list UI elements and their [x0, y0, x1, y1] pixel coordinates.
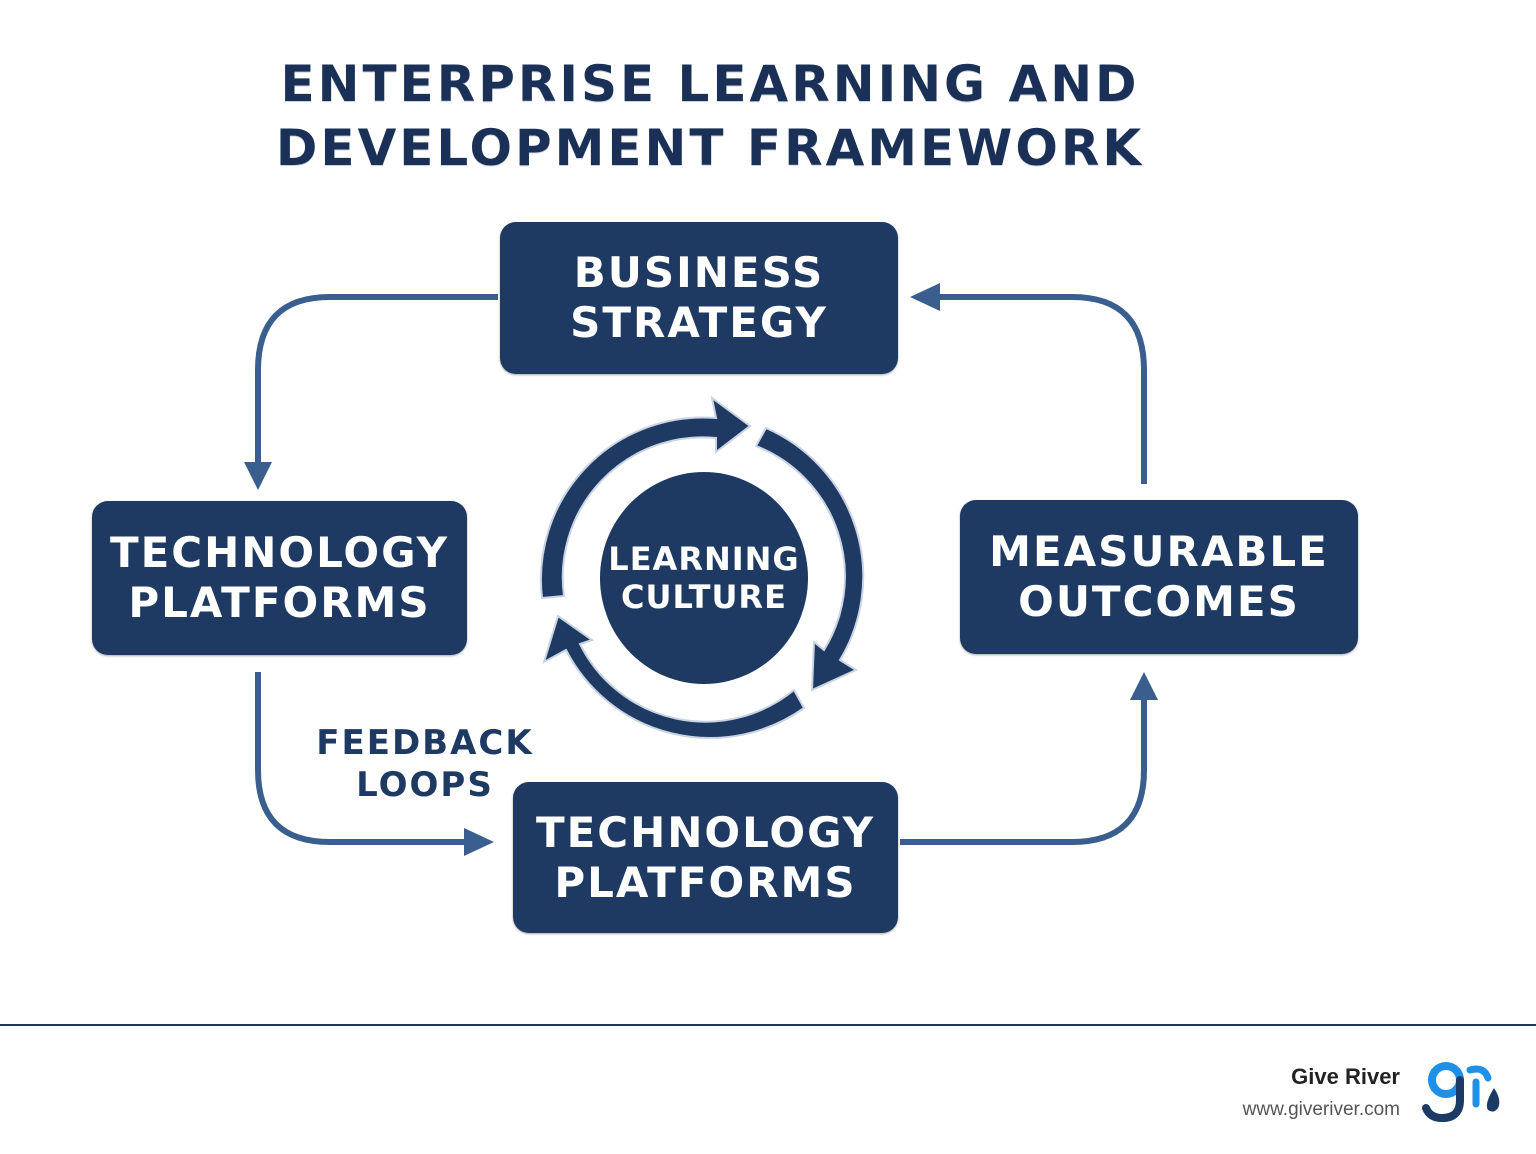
- cycle-arrow-bottom: [542, 614, 806, 739]
- node-business-strategy: BUSINESS STRATEGY: [500, 222, 898, 374]
- title-line-1: ENTERPRISE LEARNING AND: [280, 55, 1140, 113]
- node-tech-bottom-line-2: PLATFORMS: [554, 857, 857, 907]
- footer-divider: [0, 1024, 1536, 1026]
- diagram-title: ENTERPRISE LEARNING AND DEVELOPMENT FRAM…: [0, 52, 1420, 180]
- arrowhead-tech-bottom: [464, 828, 494, 856]
- node-business-strategy-line-1: BUSINESS: [573, 248, 825, 297]
- feedback-loops-label: FEEDBACK LOOPS: [300, 722, 550, 806]
- arrowhead-outcomes: [1130, 672, 1158, 700]
- node-business-strategy-line-2: STRATEGY: [570, 298, 828, 347]
- node-tech-bottom-line-1: TECHNOLOGY: [535, 807, 876, 857]
- learning-culture-line-1: LEARNING: [608, 540, 800, 578]
- title-line-2: DEVELOPMENT FRAMEWORK: [275, 119, 1145, 177]
- feedback-line-1: FEEDBACK: [316, 723, 534, 763]
- arrow-outcomes-to-strategy: [936, 294, 1147, 484]
- cycle-arrow-right: [754, 426, 865, 692]
- cycle-ring: [539, 395, 865, 739]
- give-river-logo-icon: [1422, 1062, 1500, 1123]
- node-measurable-outcomes: MEASURABLE OUTCOMES: [960, 500, 1358, 654]
- brand-url[interactable]: www.giveriver.com: [1242, 1099, 1400, 1120]
- arrow-tech-bottom-to-outcomes: [900, 696, 1147, 845]
- node-technology-platforms-bottom: TECHNOLOGY PLATFORMS: [513, 782, 898, 933]
- learning-culture-line-2: CULTURE: [621, 578, 787, 616]
- arrow-strategy-to-tech-left: [255, 294, 498, 468]
- arrowhead-strategy: [910, 283, 940, 311]
- node-tech-left-line-2: PLATFORMS: [128, 578, 431, 627]
- node-technology-platforms-left: TECHNOLOGY PLATFORMS: [92, 501, 467, 655]
- arrowhead-tech-left: [244, 462, 272, 490]
- node-learning-culture: LEARNING CULTURE: [600, 472, 808, 684]
- arrow-tech-left-to-tech-bottom: [255, 672, 470, 845]
- cycle-arrow-top: [539, 395, 752, 600]
- node-outcomes-line-2: OUTCOMES: [1018, 577, 1300, 626]
- node-outcomes-line-1: MEASURABLE: [989, 527, 1329, 576]
- node-tech-left-line-1: TECHNOLOGY: [109, 528, 450, 577]
- feedback-line-2: LOOPS: [356, 765, 494, 805]
- brand-name: Give River: [1291, 1064, 1400, 1089]
